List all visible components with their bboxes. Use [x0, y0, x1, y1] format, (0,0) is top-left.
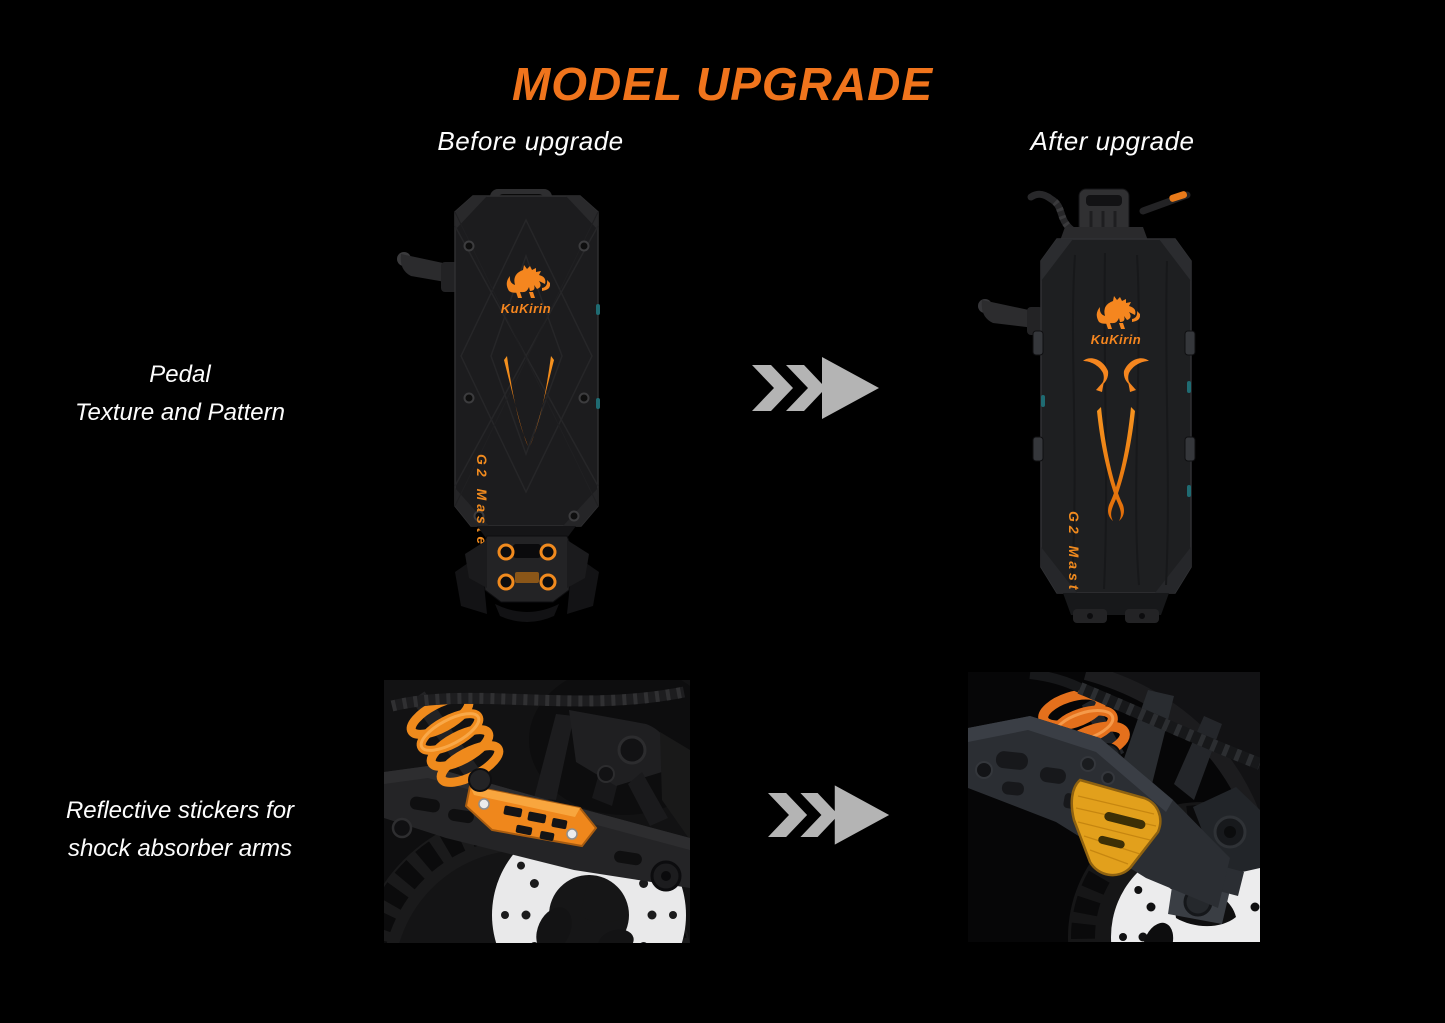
v-emblem — [504, 356, 554, 446]
after-pedal-image: KuKirin G2 Master — [978, 188, 1196, 623]
brake-caliper — [569, 710, 690, 840]
row-label-pedal: Pedal Texture and Pattern — [25, 356, 335, 432]
row-label-pedal-line2: Texture and Pattern — [75, 399, 285, 426]
before-shock-image — [384, 680, 690, 943]
kukirin-logo-text: KuKirin — [501, 301, 551, 316]
kickstand-icon — [397, 252, 459, 292]
kukirin-logo-text: KuKirin — [1091, 332, 1141, 347]
brake-cable-icon — [390, 686, 686, 712]
flame-eyes-emblem — [1083, 358, 1149, 392]
tire-backdrop — [1108, 672, 1260, 822]
row-label-stickers-line1: Reflective stickers for — [65, 797, 295, 824]
deck-bottom — [1063, 593, 1169, 623]
before-column-label: Before upgrade — [437, 126, 624, 156]
row-label-stickers-line2: shock absorber arms — [67, 835, 293, 862]
row-label-stickers: Reflective stickers for shock absorber a… — [25, 792, 335, 868]
page-title: MODEL UPGRADE — [511, 57, 934, 110]
brake-cable-icon — [1029, 672, 1260, 770]
deck-body — [454, 195, 600, 527]
orange-grip-tip — [1169, 191, 1188, 202]
kukirin-logo: KuKirin — [1091, 296, 1141, 347]
before-pedal-image: KuKirin G2 Master — [397, 189, 600, 622]
v-emblem — [1097, 407, 1135, 521]
guard-plate — [464, 784, 598, 848]
upgrade-arrow-icon — [752, 357, 879, 419]
deck-body — [1032, 238, 1196, 594]
brake-cable-icon — [1027, 190, 1077, 235]
deck-screws — [463, 240, 590, 522]
kukirin-logo: KuKirin — [501, 265, 551, 316]
after-column-label: After upgrade — [1030, 126, 1195, 156]
reflective-sticker — [1070, 778, 1162, 877]
rear-bracket — [455, 526, 599, 622]
row-label-pedal-line1: Pedal — [149, 361, 211, 388]
after-shock-image — [968, 672, 1260, 942]
g2-master-label: G2 Master — [1066, 511, 1082, 615]
kickstand-icon — [978, 299, 1043, 335]
upgrade-arrow-icon — [768, 785, 890, 845]
